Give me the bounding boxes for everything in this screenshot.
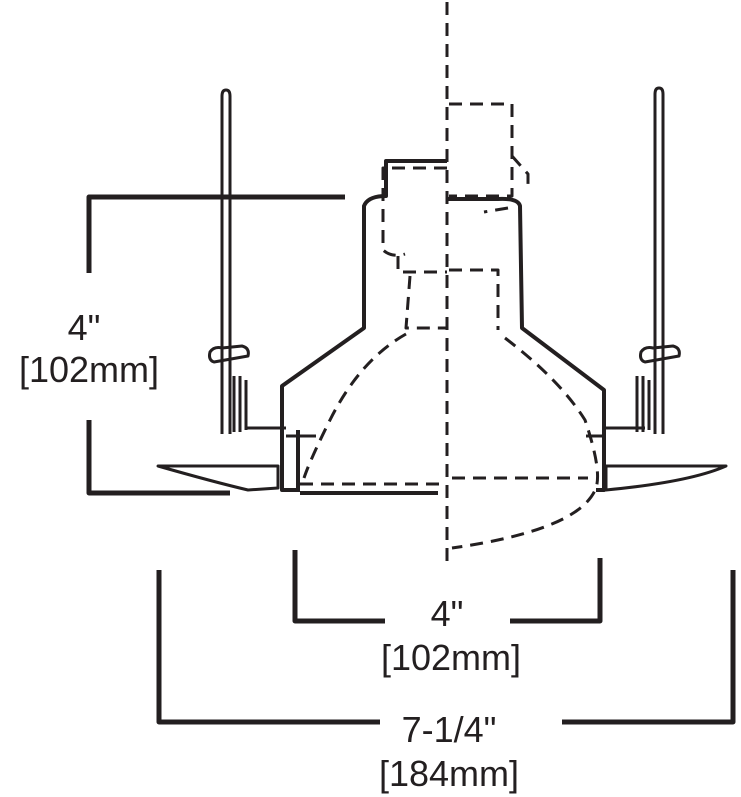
- left-lamp-outline: [300, 166, 447, 486]
- height-imperial-text: 4": [68, 307, 101, 348]
- opening-dimension-bracket: [292, 550, 603, 624]
- height-dimension-bracket: [86, 194, 345, 496]
- right-trim-flange: [604, 464, 728, 492]
- left-trim-flange: [156, 464, 280, 492]
- housing-right-half: [447, 196, 606, 492]
- left-mounting-clip: [208, 88, 286, 434]
- right-lamp-outline: [449, 102, 600, 550]
- opening-imperial-text: 4": [431, 593, 464, 634]
- opening-metric-text: [102mm]: [381, 637, 521, 678]
- opening-dimension-label: 4" [102mm]: [381, 593, 521, 678]
- overall-metric-text: [184mm]: [379, 753, 519, 794]
- height-dimension-label: 4" [102mm]: [19, 307, 159, 390]
- height-metric-text: [102mm]: [19, 349, 159, 390]
- housing-left-half: [280, 159, 447, 495]
- overall-imperial-text: 7-1/4": [402, 709, 497, 750]
- overall-dimension-label: 7-1/4" [184mm]: [379, 709, 519, 794]
- overall-dimension-bracket: [156, 570, 736, 725]
- right-mounting-clip: [604, 86, 681, 434]
